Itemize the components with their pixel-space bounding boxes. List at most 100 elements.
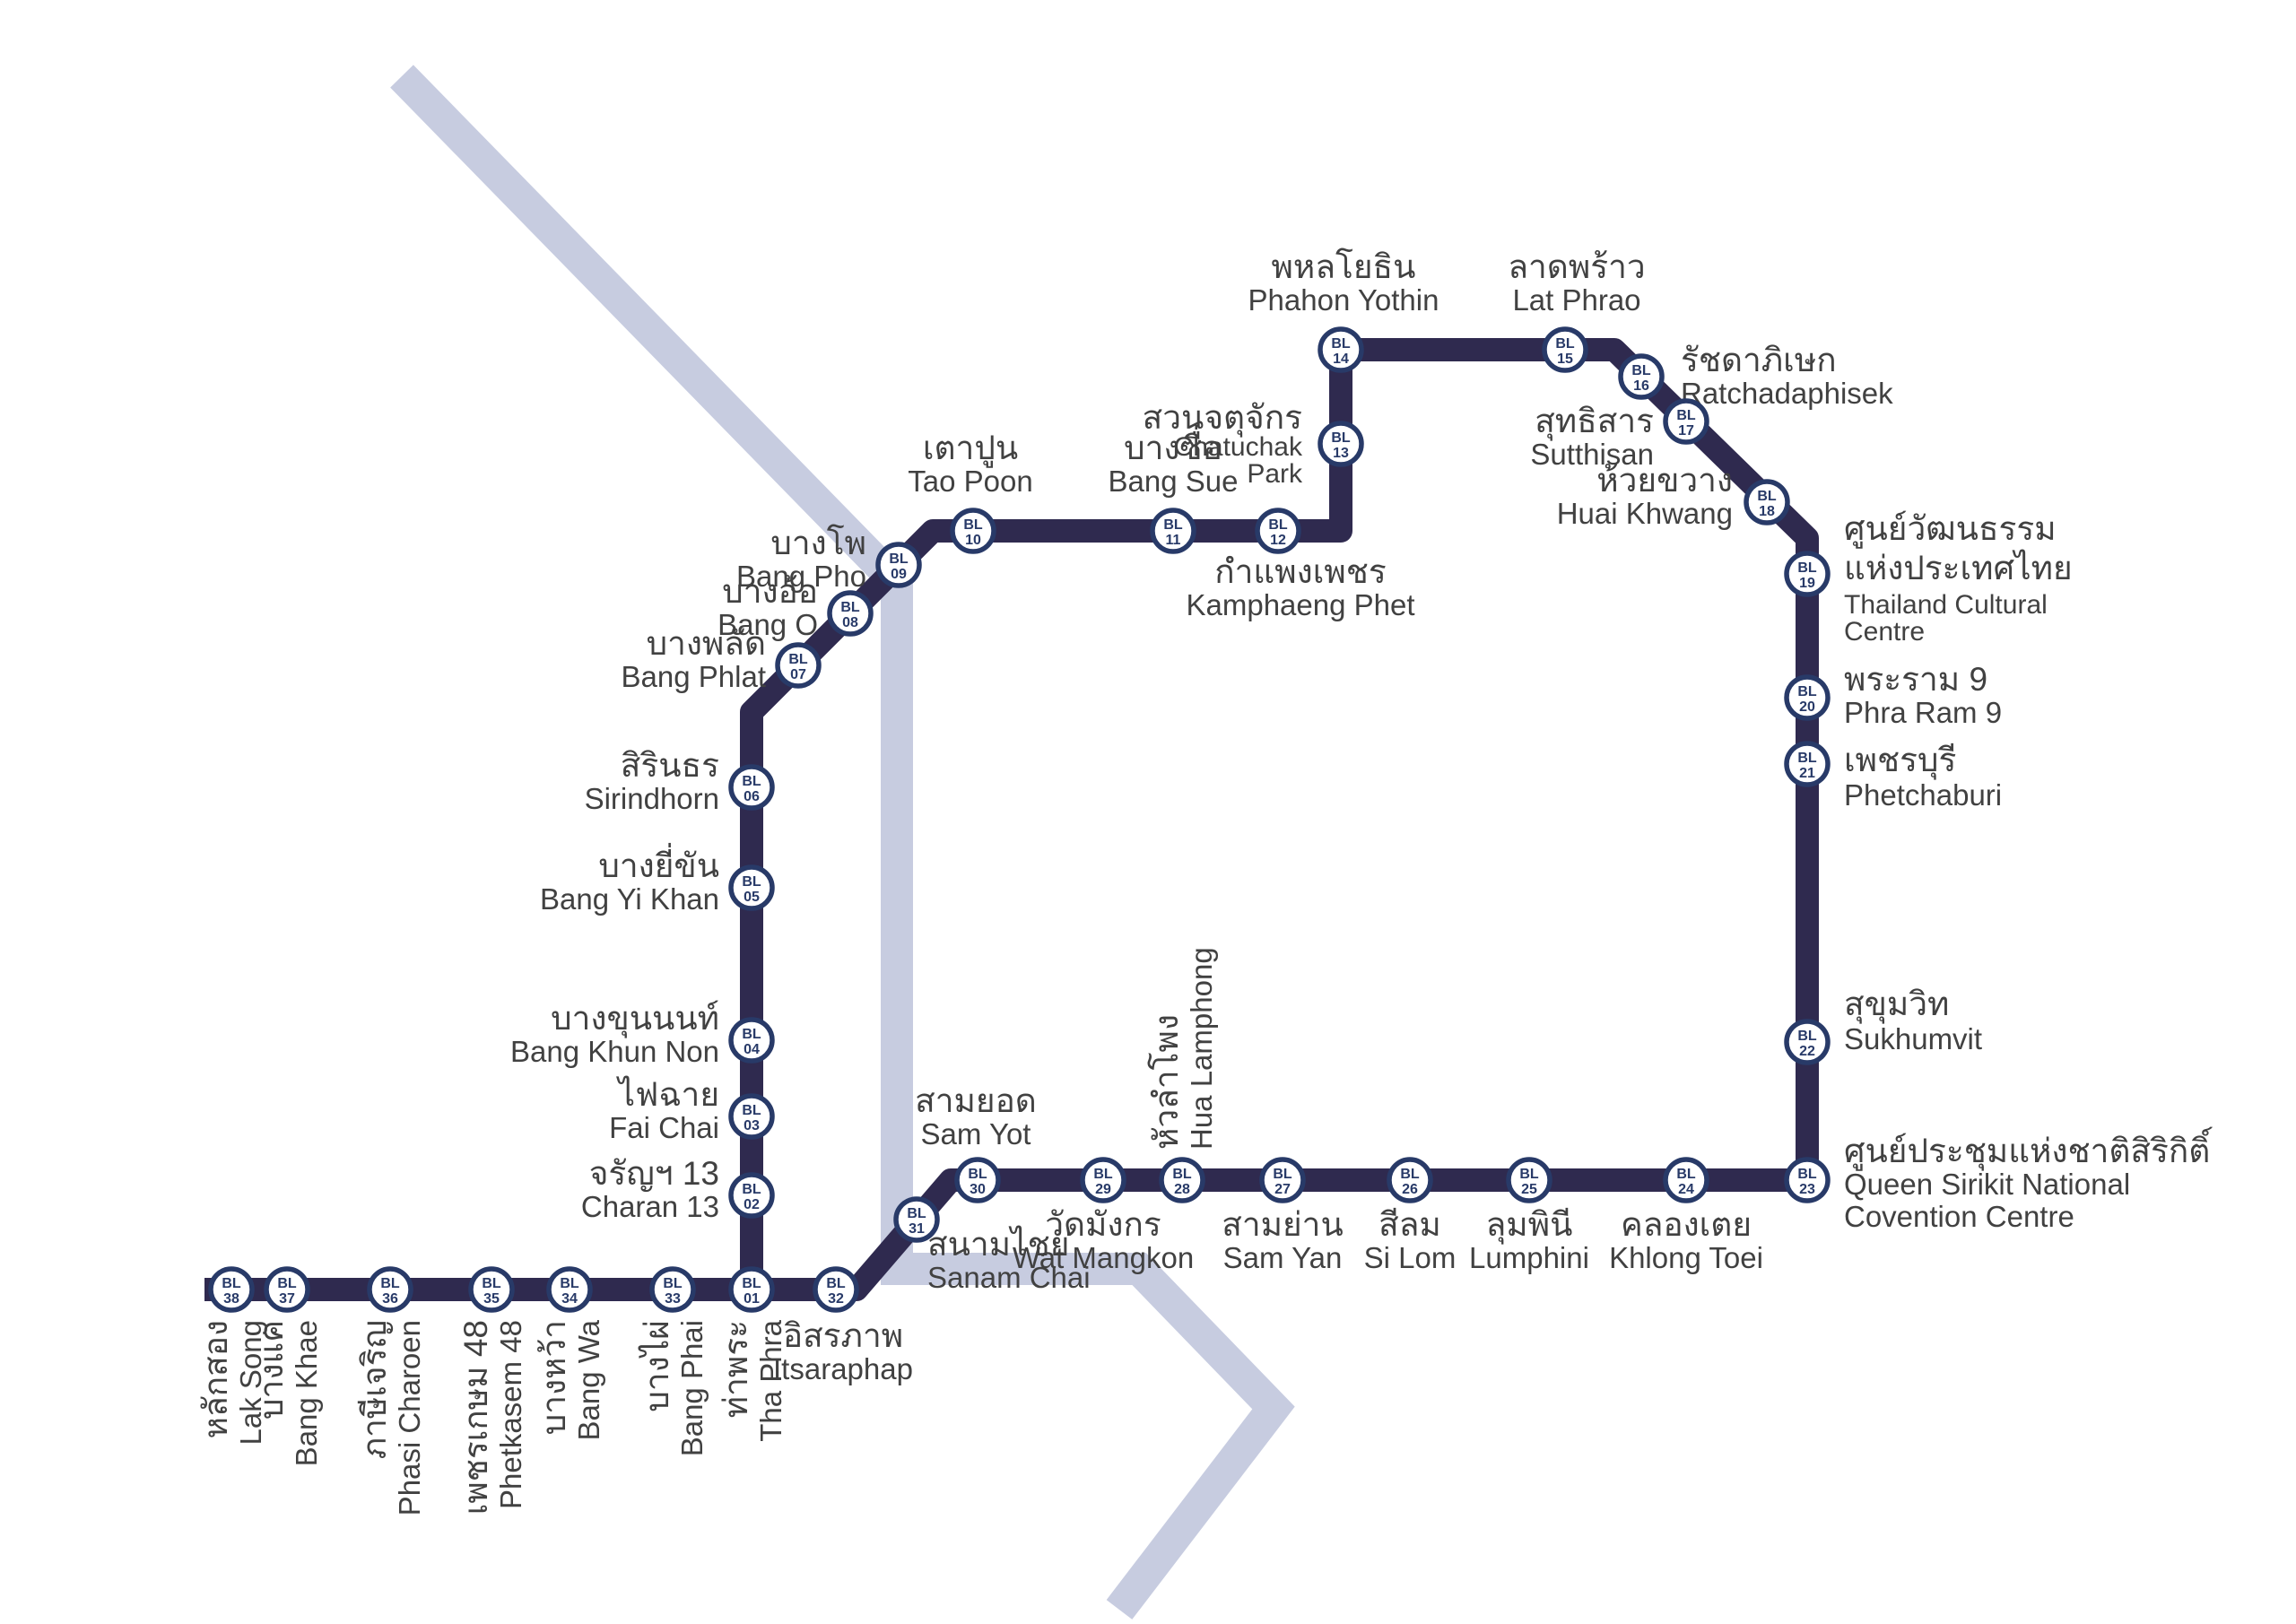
station-label-BL21: เพชรบุรีPhetchaburi (1844, 742, 2002, 812)
station-circle-BL38[interactable] (208, 1266, 255, 1313)
station-circle-BL18[interactable] (1744, 479, 1790, 525)
station-circle-BL27[interactable] (1259, 1157, 1306, 1203)
station-circle-BL12[interactable] (1255, 508, 1301, 554)
station-circle-BL08[interactable] (827, 590, 874, 637)
station-circle-BL24[interactable] (1663, 1157, 1709, 1203)
station-circle-BL09[interactable] (875, 542, 922, 588)
station-circle-BL01[interactable] (728, 1266, 775, 1313)
station-circle-BL11[interactable] (1150, 508, 1196, 554)
station-label-BL04: บางขุนนนท์Bang Khun Non (510, 1000, 719, 1068)
station-circle-BL21[interactable] (1784, 741, 1831, 787)
station-label-BL36: ภาษีเจริญPhasi Charoen (356, 1320, 426, 1515)
station-circle-BL14[interactable] (1318, 326, 1364, 373)
station-circle-BL25[interactable] (1506, 1157, 1552, 1203)
station-circle-BL20[interactable] (1784, 674, 1831, 721)
station-circle-BL02[interactable] (728, 1172, 775, 1219)
station-circle-BL17[interactable] (1663, 398, 1709, 445)
station-circle-BL04[interactable] (728, 1017, 775, 1064)
station-circle-BL30[interactable] (954, 1157, 1001, 1203)
station-circle-BL10[interactable] (950, 508, 996, 554)
station-circle-BL31[interactable] (893, 1196, 940, 1243)
station-circle-BL32[interactable] (813, 1266, 859, 1313)
station-circle-BL16[interactable] (1618, 353, 1665, 400)
station-circle-BL06[interactable] (728, 764, 775, 811)
station-circle-BL33[interactable] (649, 1266, 696, 1313)
station-circle-BL28[interactable] (1159, 1157, 1205, 1203)
station-circle-BL22[interactable] (1784, 1019, 1831, 1065)
station-circle-BL26[interactable] (1387, 1157, 1433, 1203)
station-circle-BL13[interactable] (1318, 421, 1364, 467)
station-circle-BL23[interactable] (1784, 1157, 1831, 1203)
station-circle-BL15[interactable] (1542, 326, 1588, 373)
station-circle-BL37[interactable] (264, 1266, 310, 1313)
station-circle-BL29[interactable] (1080, 1157, 1126, 1203)
station-circle-BL35[interactable] (468, 1266, 515, 1313)
station-circle-BL07[interactable] (775, 642, 822, 689)
station-circle-BL05[interactable] (728, 864, 775, 911)
station-circle-BL36[interactable] (367, 1266, 413, 1313)
station-circle-BL03[interactable] (728, 1093, 775, 1140)
station-circle-BL19[interactable] (1784, 551, 1831, 597)
station-label-BL25: ลุมพินีLumphini (1469, 1206, 1589, 1274)
station-label-BL28: หัวลำโพงHua Lamphong (1147, 947, 1218, 1150)
station-circle-BL34[interactable] (546, 1266, 593, 1313)
